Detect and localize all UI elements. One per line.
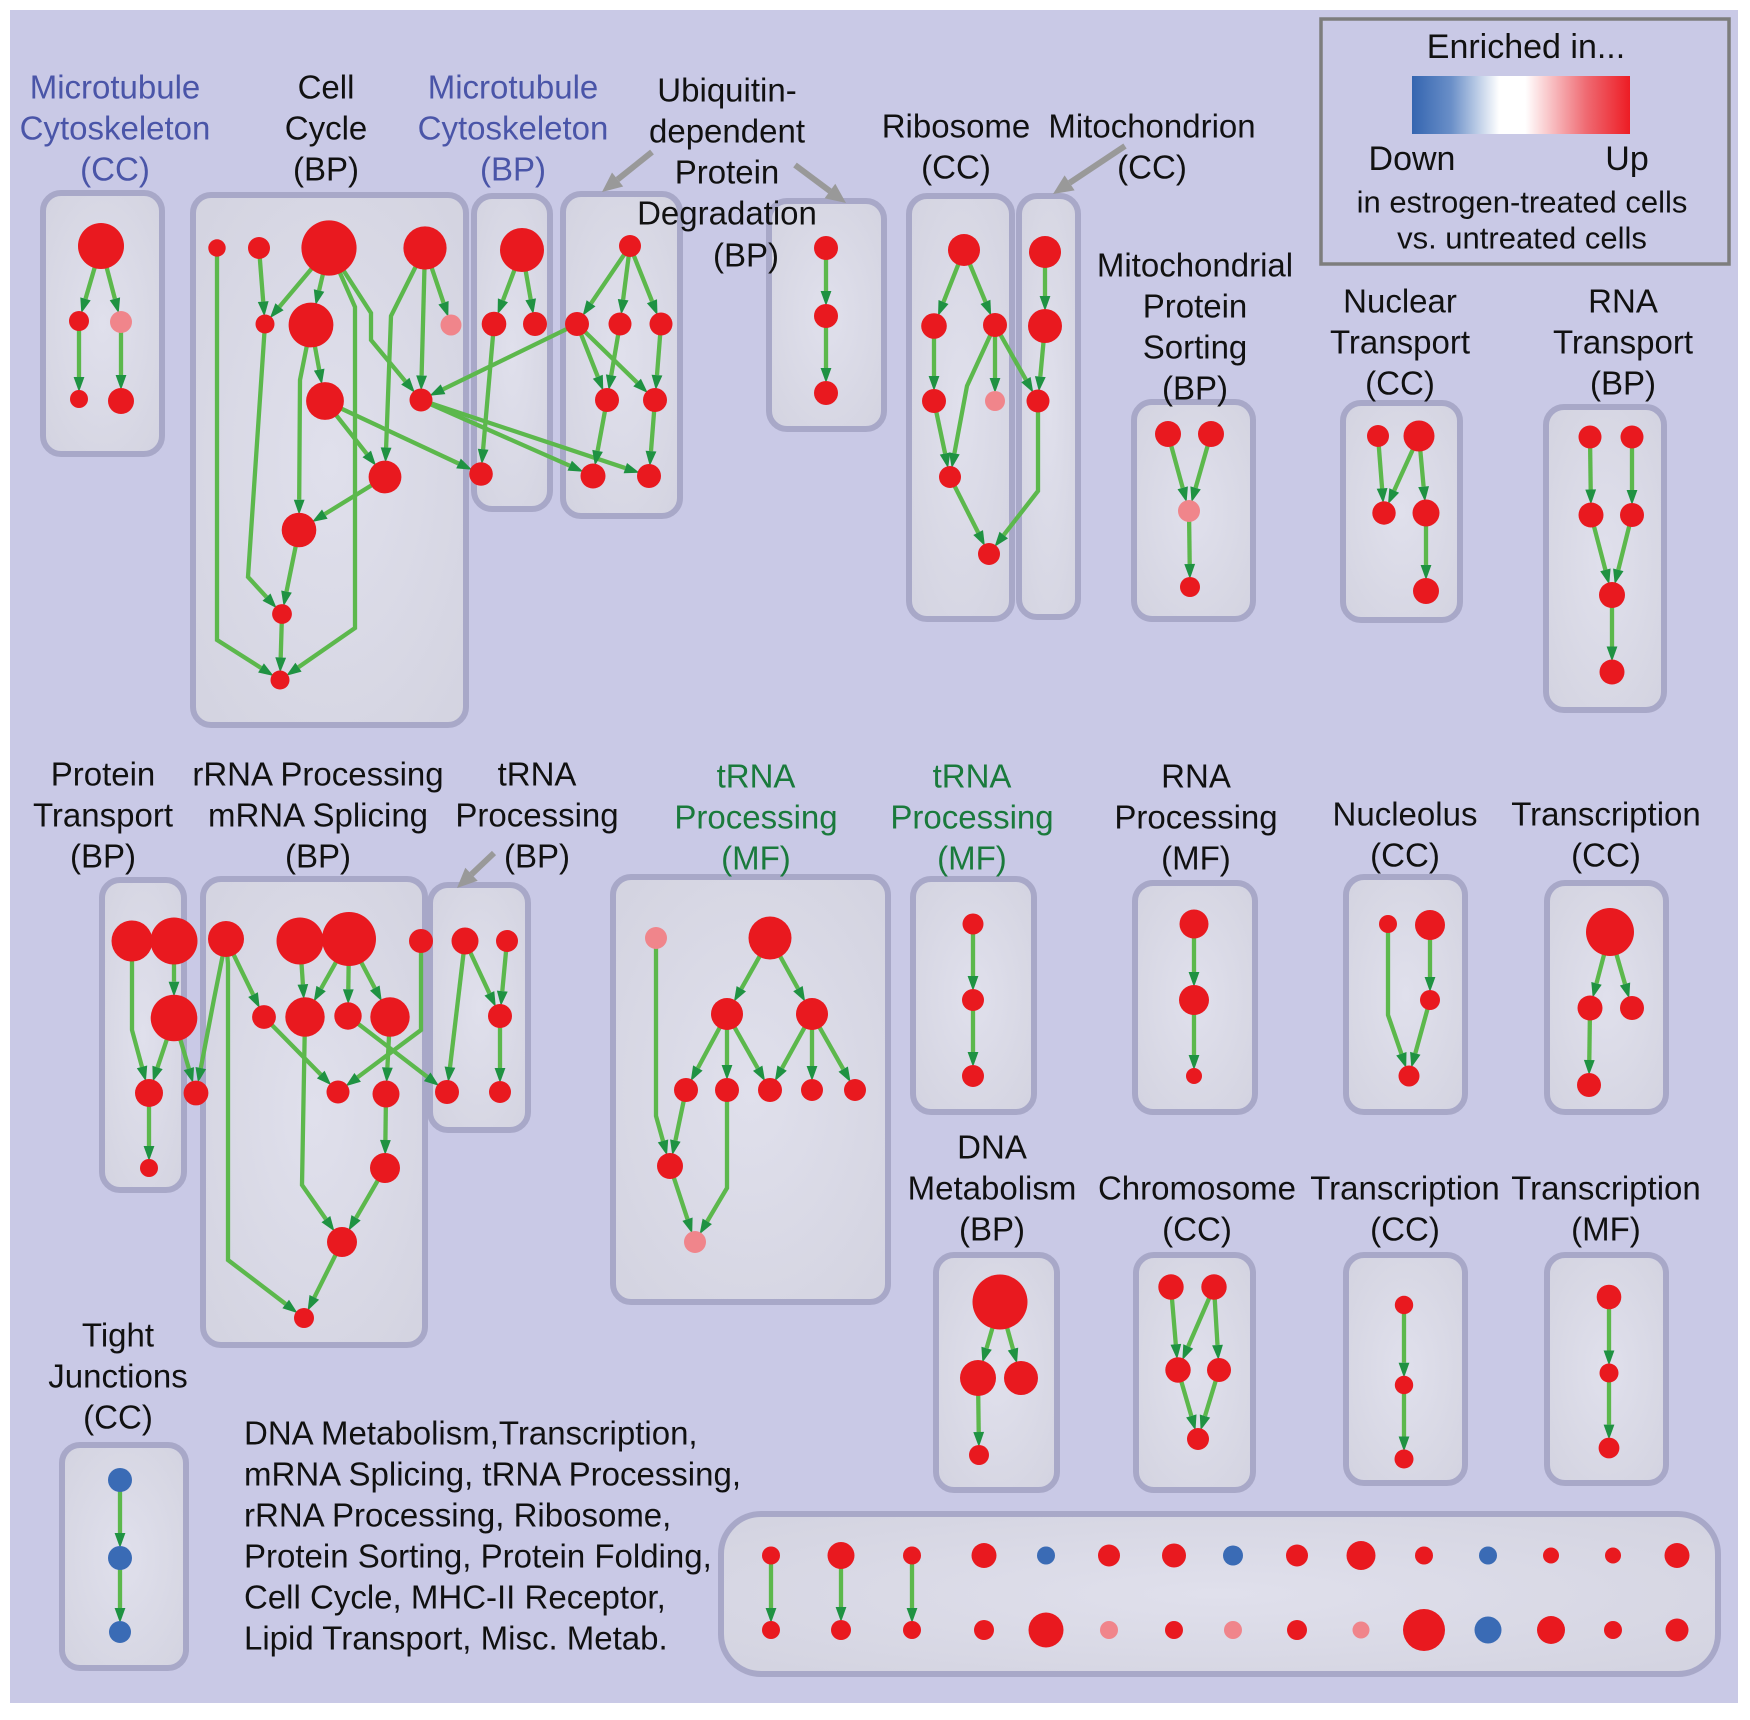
svg-text:(BP): (BP) [1162, 370, 1228, 407]
svg-text:(BP): (BP) [480, 151, 546, 188]
svg-text:Processing: Processing [890, 799, 1053, 836]
svg-text:(BP): (BP) [504, 838, 570, 875]
svg-text:Nuclear: Nuclear [1343, 283, 1457, 320]
svg-text:rRNA Processing: rRNA Processing [192, 756, 443, 793]
svg-text:Protein: Protein [675, 154, 780, 191]
svg-text:Mitochondrial: Mitochondrial [1097, 247, 1293, 284]
svg-text:Transport: Transport [1553, 324, 1693, 361]
svg-text:Cytoskeleton: Cytoskeleton [20, 110, 211, 147]
svg-text:in estrogen-treated cells: in estrogen-treated cells [1357, 185, 1688, 220]
svg-text:tRNA: tRNA [717, 758, 796, 795]
svg-text:DNA Metabolism,Transcription,: DNA Metabolism,Transcription, [244, 1415, 698, 1452]
svg-text:Processing: Processing [674, 799, 837, 836]
svg-text:Cytoskeleton: Cytoskeleton [418, 110, 609, 147]
svg-text:Transport: Transport [33, 797, 173, 834]
svg-text:(CC): (CC) [1370, 1211, 1440, 1248]
svg-text:(BP): (BP) [70, 838, 136, 875]
svg-text:(CC): (CC) [1162, 1211, 1232, 1248]
svg-text:DNA: DNA [957, 1129, 1027, 1166]
svg-text:mRNA Splicing: mRNA Splicing [208, 797, 428, 834]
svg-text:(CC): (CC) [921, 149, 991, 186]
svg-text:(BP): (BP) [293, 151, 359, 188]
svg-text:(CC): (CC) [1571, 837, 1641, 874]
svg-text:Transport: Transport [1330, 324, 1470, 361]
svg-text:Cell Cycle, MHC-II Receptor,: Cell Cycle, MHC-II Receptor, [244, 1579, 666, 1616]
svg-text:Junctions: Junctions [48, 1358, 187, 1395]
svg-text:RNA: RNA [1588, 283, 1658, 320]
svg-text:Up: Up [1605, 140, 1648, 178]
svg-text:Processing: Processing [455, 797, 618, 834]
svg-text:mRNA Splicing, tRNA Processing: mRNA Splicing, tRNA Processing, [244, 1456, 741, 1493]
svg-text:Cell: Cell [298, 69, 355, 106]
svg-text:Transcription: Transcription [1310, 1170, 1500, 1207]
svg-text:Ribosome: Ribosome [882, 108, 1031, 145]
svg-text:RNA: RNA [1161, 758, 1231, 795]
svg-text:(CC): (CC) [83, 1399, 153, 1436]
svg-text:(BP): (BP) [713, 237, 779, 274]
svg-text:Degradation: Degradation [637, 195, 817, 232]
svg-text:Transcription: Transcription [1511, 1170, 1701, 1207]
svg-text:Down: Down [1369, 140, 1456, 178]
svg-text:(MF): (MF) [937, 840, 1007, 877]
svg-text:(CC): (CC) [80, 151, 150, 188]
svg-text:Tight: Tight [82, 1317, 154, 1354]
svg-text:(BP): (BP) [959, 1211, 1025, 1248]
svg-text:(CC): (CC) [1365, 365, 1435, 402]
svg-text:(MF): (MF) [1161, 840, 1231, 877]
svg-text:(CC): (CC) [1117, 149, 1187, 186]
svg-text:Processing: Processing [1114, 799, 1277, 836]
svg-text:Mitochondrion: Mitochondrion [1048, 108, 1255, 145]
svg-text:Protein: Protein [1143, 288, 1248, 325]
svg-text:Microtubule: Microtubule [428, 69, 599, 106]
svg-text:Microtubule: Microtubule [30, 69, 201, 106]
svg-text:Ubiquitin-: Ubiquitin- [657, 72, 796, 109]
svg-text:rRNA Processing, Ribosome,: rRNA Processing, Ribosome, [244, 1497, 671, 1534]
svg-text:Protein: Protein [51, 756, 156, 793]
svg-text:(BP): (BP) [1590, 365, 1656, 402]
svg-text:Metabolism: Metabolism [908, 1170, 1077, 1207]
svg-text:(CC): (CC) [1370, 837, 1440, 874]
svg-text:tRNA: tRNA [933, 758, 1012, 795]
svg-text:vs. untreated cells: vs. untreated cells [1397, 221, 1647, 256]
svg-text:(MF): (MF) [1571, 1211, 1641, 1248]
svg-text:Nucleolus: Nucleolus [1333, 796, 1478, 833]
svg-text:Sorting: Sorting [1143, 329, 1248, 366]
svg-text:Protein Sorting, Protein Foldi: Protein Sorting, Protein Folding, [244, 1538, 712, 1575]
svg-text:Chromosome: Chromosome [1098, 1170, 1296, 1207]
svg-text:(BP): (BP) [285, 838, 351, 875]
svg-text:Transcription: Transcription [1511, 796, 1701, 833]
svg-text:(MF): (MF) [721, 840, 791, 877]
svg-text:Lipid Transport, Misc. Metab.: Lipid Transport, Misc. Metab. [244, 1620, 668, 1657]
svg-text:tRNA: tRNA [498, 756, 577, 793]
svg-text:Enriched in...: Enriched in... [1427, 28, 1625, 66]
svg-text:dependent: dependent [649, 113, 805, 150]
svg-text:Cycle: Cycle [285, 110, 368, 147]
